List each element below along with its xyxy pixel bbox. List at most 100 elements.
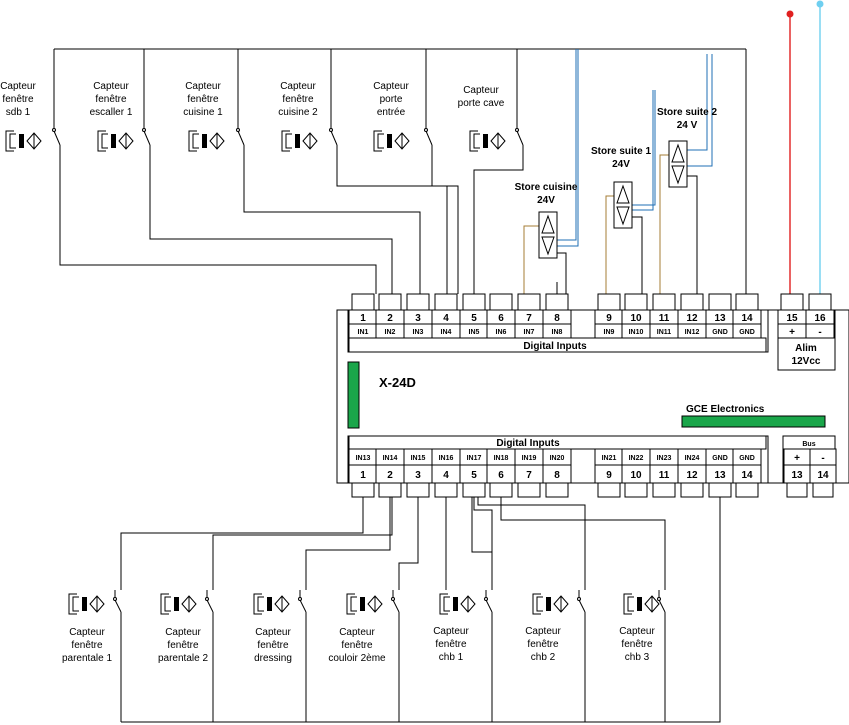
sensor-bracket bbox=[377, 133, 384, 149]
terminal-label: IN5 bbox=[469, 329, 480, 336]
terminal-screw bbox=[597, 482, 621, 498]
terminal-label: IN19 bbox=[522, 455, 537, 462]
terminal-screw bbox=[680, 293, 704, 311]
sensor-label: Capteur bbox=[93, 81, 129, 92]
sensor-label: Capteur bbox=[463, 85, 499, 96]
terminal-label: IN20 bbox=[550, 455, 565, 462]
store-wires bbox=[523, 0, 824, 294]
signal-wires bbox=[52, 48, 747, 723]
sensor-bracket bbox=[72, 596, 79, 612]
sensor-symbol bbox=[68, 593, 105, 615]
sensor-label: Capteur bbox=[525, 626, 561, 637]
sensor-bracket bbox=[5, 130, 14, 152]
terminal-number: 14 bbox=[741, 470, 753, 481]
terminal-screw bbox=[624, 293, 648, 311]
sensor-feed bbox=[473, 497, 493, 590]
sensor-bracket bbox=[373, 130, 382, 152]
sensor-bracket bbox=[285, 133, 292, 149]
store-down-arrow bbox=[616, 206, 630, 226]
sensor-label: chb 1 bbox=[439, 652, 464, 663]
sensor-magnet bbox=[387, 134, 392, 148]
top-section-label: Digital Inputs bbox=[523, 341, 587, 352]
terminal-label: IN3 bbox=[413, 329, 424, 336]
device-name: X-24D bbox=[379, 375, 416, 390]
sensor-label: Capteur bbox=[433, 626, 469, 637]
store-down-arrow bbox=[671, 165, 685, 185]
sensor-magnet bbox=[546, 597, 551, 611]
x24d-module: 1IN12IN23IN34IN45IN56IN67IN78IN89IN910IN… bbox=[336, 293, 849, 498]
terminal-label: - bbox=[818, 327, 821, 338]
terminal-screw bbox=[808, 293, 832, 311]
sensor-symbol bbox=[346, 593, 383, 615]
contact-blade bbox=[53, 130, 61, 146]
sensor-feed bbox=[500, 497, 666, 590]
store-symbol bbox=[538, 211, 558, 259]
terminal-label: IN7 bbox=[524, 329, 535, 336]
terminal-number: 4 bbox=[443, 313, 449, 324]
sensor-magnet bbox=[111, 134, 116, 148]
sensor-label: porte bbox=[380, 94, 403, 105]
brand-name: GCE Electronics bbox=[686, 404, 765, 415]
terminal-screw bbox=[406, 482, 430, 498]
store-blue-wire bbox=[632, 90, 656, 206]
sensor-label: cuisine 1 bbox=[183, 107, 223, 118]
sensor-label: fenêtre bbox=[435, 639, 467, 650]
sensor-wire bbox=[473, 145, 524, 294]
contact-blade bbox=[206, 599, 214, 613]
store-label: 24V bbox=[612, 159, 630, 170]
sensor-bracket bbox=[627, 596, 634, 612]
terminal-label: IN1 bbox=[358, 329, 369, 336]
store-brown-wire bbox=[605, 195, 614, 294]
store-label: 24V bbox=[537, 195, 555, 206]
terminal-label: GND bbox=[739, 455, 755, 462]
terminal-screw bbox=[351, 293, 375, 311]
green-brand-bar bbox=[681, 415, 826, 428]
sensor-feed bbox=[212, 497, 393, 590]
terminal-label: IN21 bbox=[602, 455, 617, 462]
sensor-symbol bbox=[5, 130, 42, 152]
terminal-screw bbox=[545, 482, 569, 498]
sensor-label: Capteur bbox=[373, 81, 409, 92]
sensor-bracket bbox=[346, 593, 355, 615]
power-plus-terminal bbox=[786, 10, 794, 18]
terminal-number: 7 bbox=[526, 470, 532, 481]
terminal-number: 11 bbox=[659, 470, 670, 481]
sensor-bracket bbox=[160, 593, 169, 615]
sensor-feed bbox=[305, 497, 391, 590]
contact-blade bbox=[578, 599, 586, 613]
terminal-number: 6 bbox=[498, 313, 504, 324]
sensor-symbol bbox=[97, 130, 134, 152]
terminal-number: 1 bbox=[360, 470, 366, 481]
store-box bbox=[668, 140, 688, 188]
sensors bbox=[5, 130, 688, 615]
sensor-feed bbox=[398, 497, 419, 590]
store-down-arrow bbox=[541, 236, 555, 256]
terminal-screw bbox=[735, 482, 759, 498]
terminal-label: IN18 bbox=[494, 455, 509, 462]
terminal-number: 14 bbox=[741, 313, 753, 324]
terminal-label: IN4 bbox=[441, 329, 452, 336]
sensor-wire bbox=[431, 145, 459, 294]
terminal-screw bbox=[545, 293, 569, 311]
sensor-bracket bbox=[473, 133, 480, 149]
sensor-wire bbox=[59, 145, 377, 294]
sensor-bracket bbox=[350, 596, 357, 612]
terminal-number: 15 bbox=[786, 313, 798, 324]
terminal-number: 11 bbox=[659, 313, 670, 324]
terminal-screw bbox=[462, 293, 486, 311]
sensor-symbol bbox=[469, 130, 506, 152]
terminal-screw bbox=[708, 293, 732, 311]
store-up-arrow bbox=[671, 143, 685, 163]
terminal-label: IN16 bbox=[439, 455, 454, 462]
sensor-label: fenêtre bbox=[527, 639, 559, 650]
store-blue-wire bbox=[557, 49, 577, 241]
sensor-bracket bbox=[469, 130, 478, 152]
store-return-wire bbox=[632, 216, 643, 294]
terminal-label: IN13 bbox=[356, 455, 371, 462]
sensor-label: fenêtre bbox=[95, 94, 127, 105]
terminal-screw bbox=[462, 482, 486, 498]
contact-blade bbox=[299, 599, 307, 613]
sensor-label: Capteur bbox=[280, 81, 316, 92]
